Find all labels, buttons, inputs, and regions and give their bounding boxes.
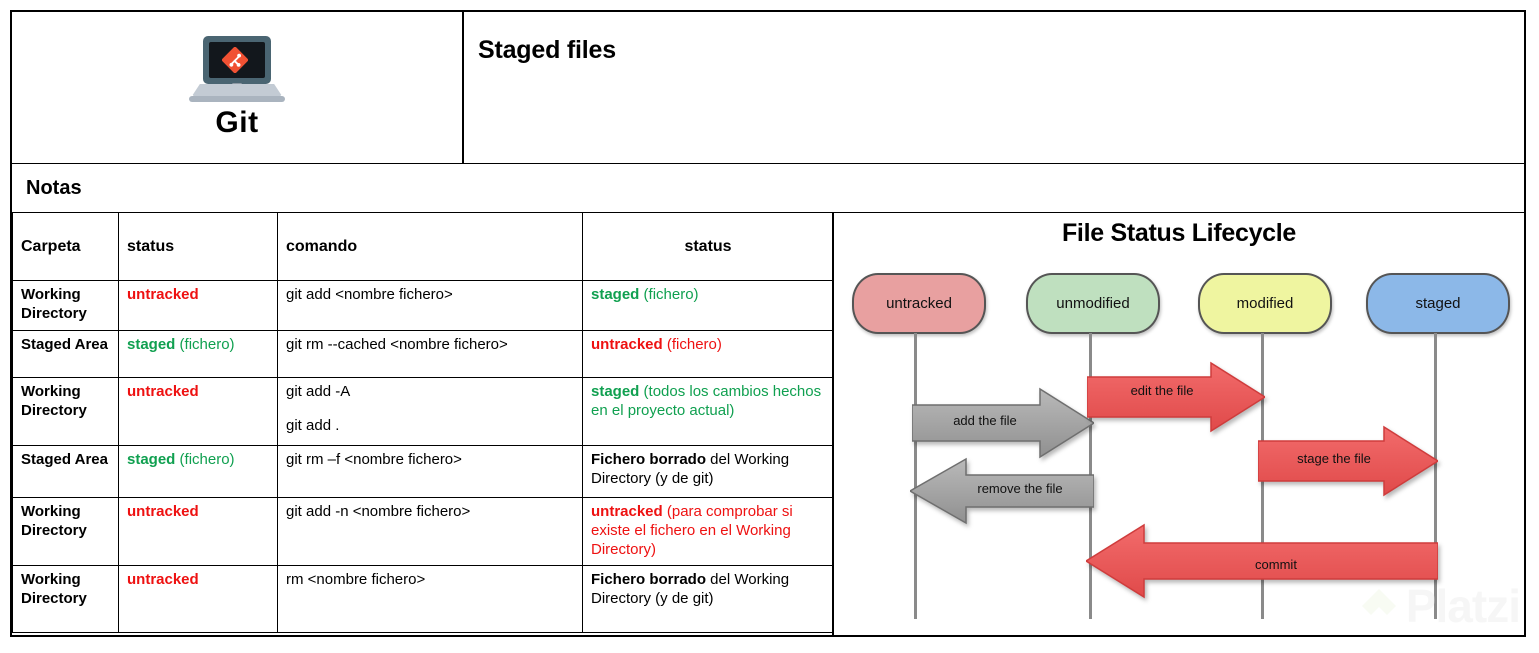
status-in-note: (fichero) bbox=[175, 336, 235, 353]
cell-status-out: staged (todos los cambios hechos en el p… bbox=[582, 377, 833, 446]
status-in-value: untracked bbox=[127, 383, 199, 400]
node-staged: staged bbox=[1366, 273, 1510, 334]
status-out-note: del Working Directory (y de git) bbox=[591, 451, 790, 487]
command-line: rm <nombre fichero> bbox=[286, 571, 426, 588]
arrow-label: edit the file bbox=[1130, 383, 1194, 398]
cell-status-out: Fichero borrado del Working Directory (y… bbox=[582, 445, 833, 498]
page-title: Staged files bbox=[478, 36, 616, 64]
command-line: git add <nombre fichero> bbox=[286, 286, 453, 303]
cell-comando: git add -A git add . bbox=[277, 377, 583, 446]
status-in-value: untracked bbox=[127, 503, 199, 520]
cell-carpeta: Working Directory bbox=[12, 280, 119, 331]
staged-files-cell: Staged files bbox=[464, 12, 1524, 163]
status-out-value: staged bbox=[591, 286, 640, 303]
arrow-label: remove the file bbox=[977, 481, 1063, 496]
status-out-note: (para comprobar si existe el fichero en … bbox=[591, 503, 793, 558]
cell-carpeta: Working Directory bbox=[12, 377, 119, 446]
arrow-commit: commit bbox=[1086, 523, 1438, 599]
lifeline-staged bbox=[1434, 333, 1437, 619]
status-in-value: staged bbox=[127, 451, 176, 468]
status-out-note: (fichero) bbox=[639, 286, 699, 303]
commands-table: Carpeta status comando status Working Di… bbox=[12, 213, 833, 633]
cell-carpeta: Working Directory bbox=[12, 565, 119, 633]
arrow-edit-the-file: edit the file bbox=[1087, 361, 1265, 433]
table-row: Staged Area staged (fichero) git rm –f <… bbox=[12, 445, 833, 498]
table-row: Working Directory untracked rm <nombre f… bbox=[12, 565, 833, 633]
arrow-stage-the-file: stage the file bbox=[1258, 425, 1438, 497]
cell-status-in: untracked bbox=[118, 377, 278, 446]
cell-carpeta: Staged Area bbox=[12, 445, 119, 498]
cell-carpeta: Working Directory bbox=[12, 497, 119, 566]
table-header-row: Carpeta status comando status bbox=[12, 213, 833, 281]
command-line-2: git add . bbox=[286, 416, 340, 434]
node-modified: modified bbox=[1198, 273, 1332, 334]
lifeline-untracked bbox=[914, 333, 917, 619]
status-in-value: untracked bbox=[127, 286, 199, 303]
outer-frame bbox=[10, 10, 1526, 637]
cell-comando: git rm --cached <nombre fichero> bbox=[277, 330, 583, 378]
status-out-value: untracked bbox=[591, 336, 663, 353]
status-out-note: del Working Directory (y de git) bbox=[591, 571, 790, 607]
table-row: Working Directory untracked git add -A g… bbox=[12, 377, 833, 446]
command-line: git rm –f <nombre fichero> bbox=[286, 451, 462, 468]
status-out-value: Fichero borrado bbox=[591, 451, 707, 468]
arrow-label: commit bbox=[1255, 557, 1297, 572]
status-in-note: (fichero) bbox=[175, 451, 235, 468]
cell-status-out: untracked (fichero) bbox=[582, 330, 833, 378]
node-untracked: untracked bbox=[852, 273, 986, 334]
col-header-status-in: status bbox=[118, 213, 278, 281]
arrow-label: stage the file bbox=[1297, 451, 1371, 466]
status-out-value: staged bbox=[591, 383, 640, 400]
command-line: git rm --cached <nombre fichero> bbox=[286, 336, 508, 353]
command-line: git add -n <nombre fichero> bbox=[286, 503, 471, 520]
table-row: Working Directory untracked git add -n <… bbox=[12, 497, 833, 566]
commands-table-wrap: Carpeta status comando status Working Di… bbox=[12, 213, 834, 635]
cell-status-out: Fichero borrado del Working Directory (y… bbox=[582, 565, 833, 633]
arrow-add-the-file: add the file bbox=[912, 387, 1094, 459]
cell-status-in: untracked bbox=[118, 565, 278, 633]
cell-comando: git rm –f <nombre fichero> bbox=[277, 445, 583, 498]
col-header-comando: comando bbox=[277, 213, 583, 281]
content-area: Carpeta status comando status Working Di… bbox=[10, 213, 1526, 637]
file-status-lifecycle-diagram: File Status Lifecycle untracked unmodifi… bbox=[834, 213, 1524, 635]
notas-label: Notas bbox=[26, 176, 82, 199]
col-header-status-out: status bbox=[582, 213, 833, 281]
command-line: git add -A bbox=[286, 383, 351, 400]
platzi-watermark: Platzi bbox=[1358, 579, 1521, 633]
table-row: Working Directory untracked git add <nom… bbox=[12, 280, 833, 331]
arrow-label: add the file bbox=[953, 413, 1017, 428]
status-out-value: untracked bbox=[591, 503, 663, 520]
status-in-value: staged bbox=[127, 336, 176, 353]
table-row: Staged Area staged (fichero) git rm --ca… bbox=[12, 330, 833, 378]
cell-status-in: staged (fichero) bbox=[118, 330, 278, 378]
status-out-note: (todos los cambios hechos en el proyecto… bbox=[591, 383, 822, 419]
cell-status-out: untracked (para comprobar si existe el f… bbox=[582, 497, 833, 566]
arrow-remove-the-file: remove the file bbox=[910, 457, 1094, 525]
cell-comando: git add <nombre fichero> bbox=[277, 280, 583, 331]
node-unmodified: unmodified bbox=[1026, 273, 1160, 334]
logo-cell: Git bbox=[12, 12, 464, 163]
git-label: Git bbox=[215, 105, 259, 139]
cell-comando: rm <nombre fichero> bbox=[277, 565, 583, 633]
cell-carpeta: Staged Area bbox=[12, 330, 119, 378]
status-out-note: (fichero) bbox=[662, 336, 722, 353]
status-in-value: untracked bbox=[127, 571, 199, 588]
platzi-logo-icon bbox=[1358, 585, 1400, 627]
git-laptop-icon bbox=[189, 35, 285, 102]
status-out-value: Fichero borrado bbox=[591, 571, 707, 588]
watermark-text: Platzi bbox=[1405, 580, 1521, 632]
diagram-title: File Status Lifecycle bbox=[1061, 219, 1297, 247]
cell-status-out: staged (fichero) bbox=[582, 280, 833, 331]
